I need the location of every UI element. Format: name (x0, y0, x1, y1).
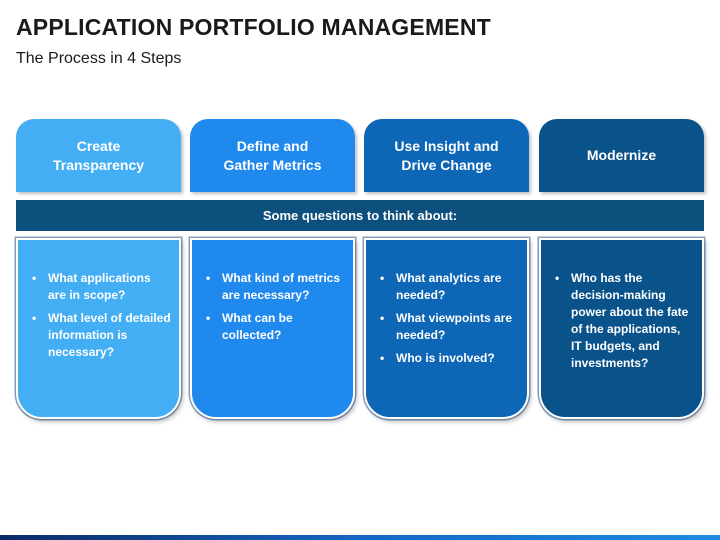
footer-accent-bar (0, 535, 720, 540)
step-2-title: Define and Gather Metrics (223, 137, 322, 173)
step-2-body: What kind of metrics are necessary? What… (190, 238, 355, 419)
step-3-body: What analytics are needed? What viewpoin… (364, 238, 529, 419)
step-1-title: Create Transparency (52, 137, 145, 173)
step-3-title: Use Insight and Drive Change (394, 137, 499, 173)
slide-title: APPLICATION PORTFOLIO MANAGEMENT (16, 14, 491, 40)
question-item: What kind of metrics are necessary? (204, 270, 345, 304)
question-item: What applications are in scope? (30, 270, 171, 304)
step-2-questions: What kind of metrics are necessary? What… (204, 270, 345, 344)
step-1-questions: What applications are in scope? What lev… (30, 270, 171, 361)
question-item: What viewpoints are needed? (378, 310, 519, 344)
question-item: What analytics are needed? (378, 270, 519, 304)
step-1-body: What applications are in scope? What lev… (16, 238, 181, 419)
question-item: What can be collected? (204, 310, 345, 344)
step-4-questions: Who has the decision-making power about … (553, 270, 694, 372)
slide-subtitle: The Process in 4 Steps (16, 50, 182, 67)
step-2-header: Define and Gather Metrics (190, 119, 355, 192)
questions-bar: Some questions to think about: (16, 200, 704, 231)
step-3-header: Use Insight and Drive Change (364, 119, 529, 192)
question-item: What level of detailed information is ne… (30, 310, 171, 361)
questions-label: Some questions to think about: (262, 208, 458, 223)
step-4-body: Who has the decision-making power about … (539, 238, 704, 419)
step-3-questions: What analytics are needed? What viewpoin… (378, 270, 519, 367)
question-item: Who is involved? (378, 350, 519, 367)
step-1-header: Create Transparency (16, 119, 181, 192)
step-4-title: Modernize (586, 147, 657, 163)
step-4-header: Modernize (539, 119, 704, 192)
question-item: Who has the decision-making power about … (553, 270, 694, 372)
